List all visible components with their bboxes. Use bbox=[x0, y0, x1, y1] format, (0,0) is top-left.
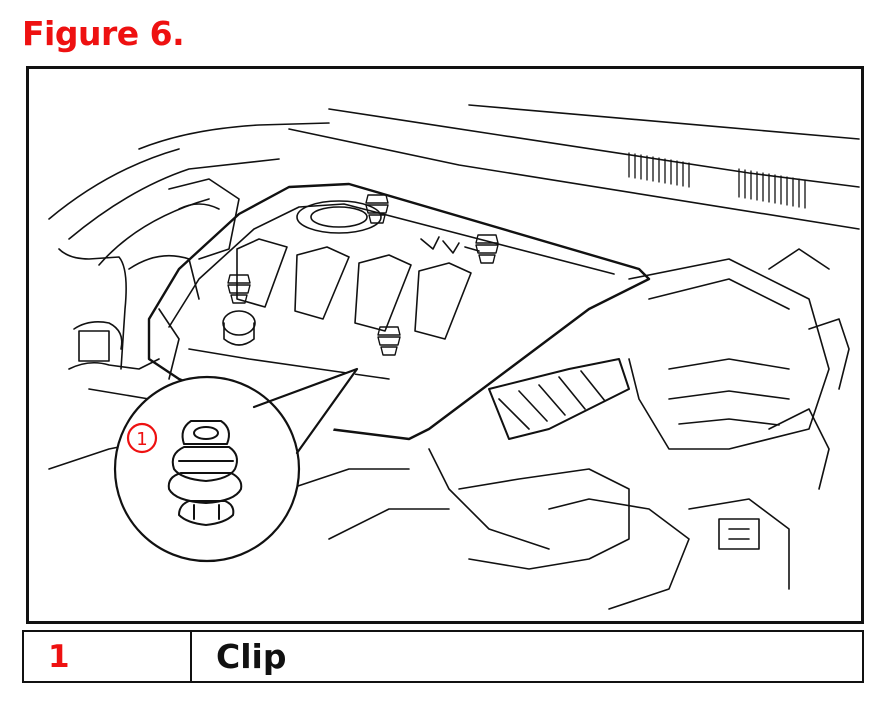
engine-diagram: 1 bbox=[26, 66, 864, 624]
engine-bay-illustration: 1 bbox=[48, 104, 860, 610]
callout-number-marker: 1 bbox=[126, 422, 158, 454]
callout-number: 1 bbox=[136, 429, 147, 450]
clip-callout-bubble bbox=[113, 367, 359, 563]
hood-lines bbox=[48, 104, 860, 266]
cover-clips bbox=[227, 194, 499, 356]
legend-table: 1 Clip bbox=[22, 630, 864, 683]
lower-components bbox=[288, 318, 850, 610]
air-intake bbox=[488, 248, 830, 450]
figure-title: Figure 6. bbox=[22, 14, 185, 53]
cowl-vents bbox=[628, 152, 806, 209]
legend-number: 1 bbox=[24, 632, 192, 681]
legend-label: Clip bbox=[216, 637, 287, 676]
clip-enlarged bbox=[167, 420, 243, 526]
